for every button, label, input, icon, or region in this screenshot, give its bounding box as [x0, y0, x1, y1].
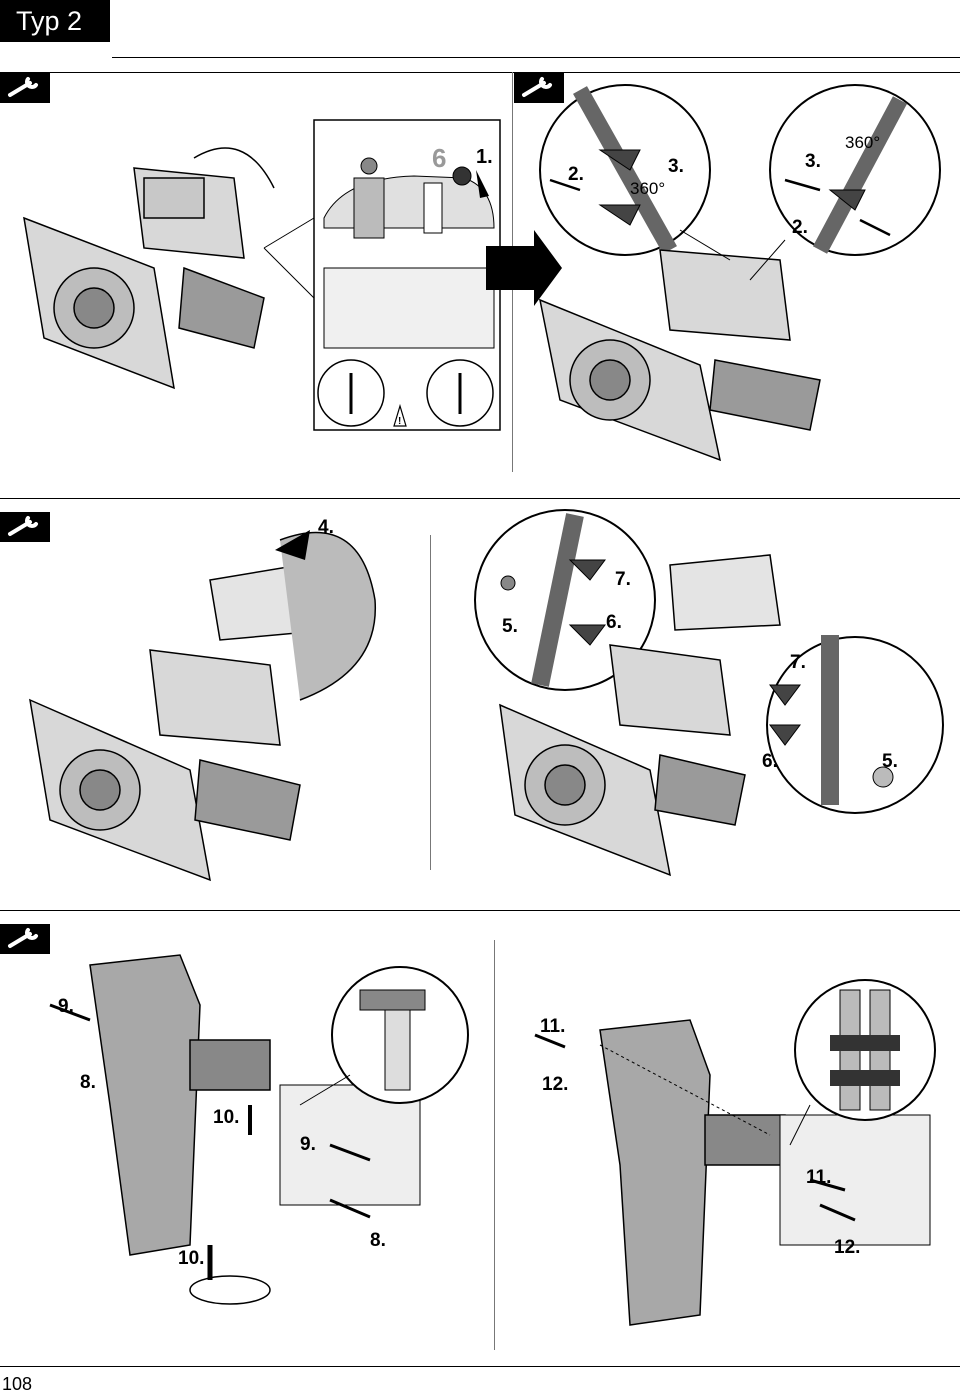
panel-1-labels: 6 1.: [432, 143, 493, 173]
discharge-chute: [89, 954, 201, 1256]
wrench-icon: [0, 73, 50, 103]
step-label: 2.: [792, 217, 808, 238]
panel-1-illustration: !: [23, 119, 562, 431]
step-label: 4.: [318, 517, 334, 538]
step-label: 3.: [668, 156, 684, 177]
panel-5-illustration: [49, 954, 469, 1305]
step-label: 12.: [542, 1074, 568, 1095]
section-rule-3: [0, 910, 960, 911]
column-divider-2: [430, 535, 431, 870]
footer-rule: [0, 1366, 960, 1367]
step-label: 7.: [790, 652, 806, 673]
step-label: 6.: [762, 751, 778, 772]
step-label: 8.: [370, 1230, 386, 1251]
detail-circle-right: [766, 636, 944, 814]
section-rule-1: [0, 72, 960, 73]
warning-icon: !: [393, 403, 407, 427]
panel-2-labels: 2. 3. 360° 3. 360° 2.: [568, 133, 880, 238]
step-label: 9.: [300, 1134, 316, 1155]
panel-6-illustration: [534, 979, 936, 1326]
angle-label: 360°: [845, 133, 880, 152]
step-label: 11.: [540, 1016, 565, 1037]
wrench-icon: [0, 512, 50, 542]
panel-5-labels: 9. 8. 10. 9. 10. 8.: [58, 996, 386, 1269]
step-label: 9.: [58, 996, 74, 1017]
angle-label: 360°: [630, 179, 665, 198]
wrench-icon: [514, 73, 564, 103]
header-rule: [112, 57, 960, 58]
step-label: 5.: [502, 616, 518, 637]
gear-number: 6: [432, 143, 446, 173]
discharge-chute: [599, 1019, 711, 1326]
step-label: 10.: [213, 1107, 239, 1128]
step-label: 1.: [476, 146, 493, 168]
step-label: 5.: [882, 751, 898, 772]
panel-4-illustration: [474, 509, 944, 877]
panel-6-labels: 11. 12. 11. 12.: [540, 1016, 860, 1258]
svg-text:!: !: [398, 416, 401, 427]
step-label: 3.: [805, 151, 821, 172]
column-divider-3: [494, 940, 495, 1350]
step-label: 11.: [806, 1167, 831, 1188]
panel-4-labels: 7. 5. 6. 7. 6. 5.: [502, 569, 898, 772]
section-rule-2: [0, 498, 960, 499]
step-label: 6.: [606, 612, 622, 633]
step-label: 7.: [615, 569, 631, 590]
step-label: 10.: [178, 1248, 204, 1269]
snow-blower-drawing: [23, 147, 275, 390]
panel-3-labels: 4.: [318, 517, 334, 538]
page-number: 108: [2, 1374, 33, 1394]
panel-2-illustration: [538, 84, 941, 462]
step-label: 2.: [568, 164, 584, 185]
step-label: 12.: [834, 1237, 860, 1258]
step-label: 8.: [80, 1072, 96, 1093]
wrench-icon: [0, 924, 50, 954]
type-header: Typ 2: [0, 0, 110, 42]
panel-3-illustration: [29, 530, 377, 882]
